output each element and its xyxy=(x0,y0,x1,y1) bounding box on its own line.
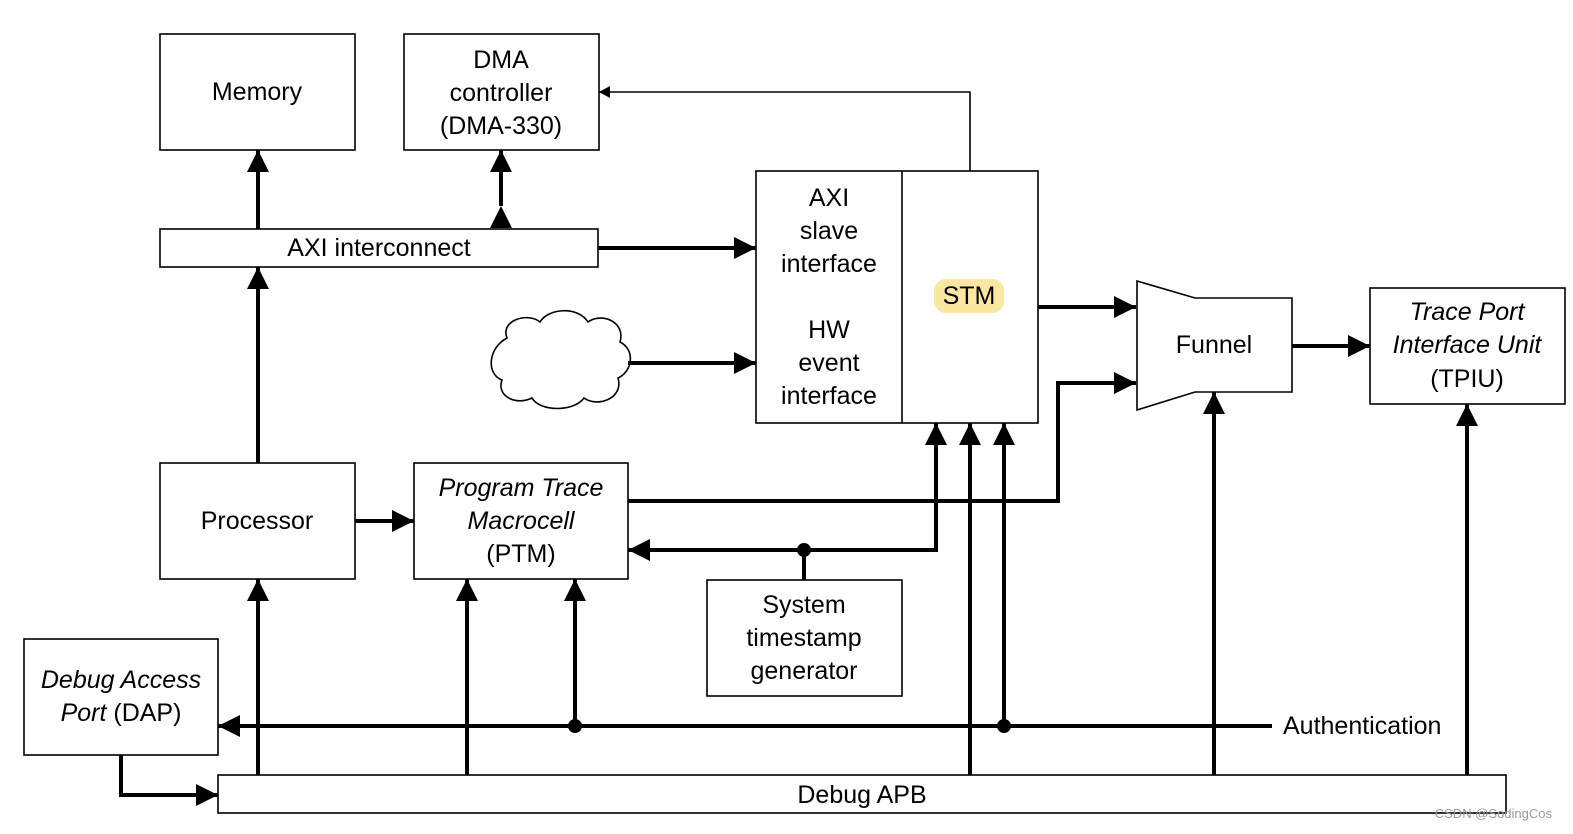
hw-event-line-1: HW xyxy=(808,316,850,344)
dap-label-line-2: Port (DAP) xyxy=(61,699,182,727)
dma-label-line-3: (DMA-330) xyxy=(440,112,562,140)
timestamp-label-line-1: System xyxy=(762,591,845,619)
watermark-text: CSDN @SodingCos xyxy=(1435,806,1553,821)
processor-block: Processor xyxy=(159,462,356,580)
axi-interconnect-label: AXI interconnect xyxy=(287,234,470,262)
hw-event-line-3: interface xyxy=(781,382,877,410)
axi-slave-line-1: AXI xyxy=(809,184,849,212)
dap-port-text: Port xyxy=(61,699,108,727)
auth-stm-junction-dot xyxy=(997,719,1011,733)
tpiu-label-line-2: Interface Unit xyxy=(1393,331,1543,359)
axi-slave-line-3: interface xyxy=(781,250,877,278)
ptm-label-line-2: Macrocell xyxy=(468,507,576,535)
hw-event-line-2: event xyxy=(798,349,859,377)
dap-abbrev-text: (DAP) xyxy=(106,699,181,727)
dma-controller-block: DMA controller (DMA-330) xyxy=(403,33,600,151)
hw-event-source-cloud xyxy=(490,310,632,410)
ptm-label-line-1: Program Trace xyxy=(439,474,604,502)
funnel-label: Funnel xyxy=(1176,331,1252,359)
tpiu-label-line-3: (TPIU) xyxy=(1430,365,1504,393)
dma-label-line-2: controller xyxy=(450,79,553,107)
timestamp-junction-dot xyxy=(797,543,811,557)
dap-label-line-1: Debug Access xyxy=(41,666,201,694)
timestamp-label-line-3: generator xyxy=(750,657,857,685)
dap-to-apb-arrow xyxy=(119,755,218,806)
stm-to-dma-arrow xyxy=(599,86,971,171)
memory-label: Memory xyxy=(212,78,303,106)
debug-apb-label: Debug APB xyxy=(797,781,926,809)
memory-block: Memory xyxy=(159,33,356,151)
ptm-to-funnel-arrow xyxy=(628,372,1136,503)
stm-block: AXI slave interface HW event interface S… xyxy=(755,170,1039,424)
timestamp-generator-block: System timestamp generator xyxy=(706,579,903,697)
timestamp-label-line-2: timestamp xyxy=(746,624,861,652)
stm-highlight xyxy=(934,279,1004,313)
dma-label-line-1: DMA xyxy=(473,46,529,74)
debug-apb-bar: Debug APB xyxy=(217,774,1507,814)
tpiu-block: Trace Port Interface Unit (TPIU) xyxy=(1369,287,1566,405)
authentication-label: Authentication xyxy=(1283,712,1441,740)
dap-block: Debug Access Port (DAP) xyxy=(23,638,219,756)
funnel-block: Funnel xyxy=(1136,279,1293,412)
ptm-label-line-3: (PTM) xyxy=(486,540,555,568)
axi-interconnect-bar: AXI interconnect xyxy=(159,228,599,268)
axi-slave-line-2: slave xyxy=(800,217,858,245)
timestamp-to-stm-arrow xyxy=(804,423,947,552)
processor-label: Processor xyxy=(201,507,314,535)
tpiu-label-line-1: Trace Port xyxy=(1410,298,1526,326)
stm-label: STM xyxy=(943,282,996,310)
ptm-block: Program Trace Macrocell (PTM) xyxy=(413,462,629,580)
